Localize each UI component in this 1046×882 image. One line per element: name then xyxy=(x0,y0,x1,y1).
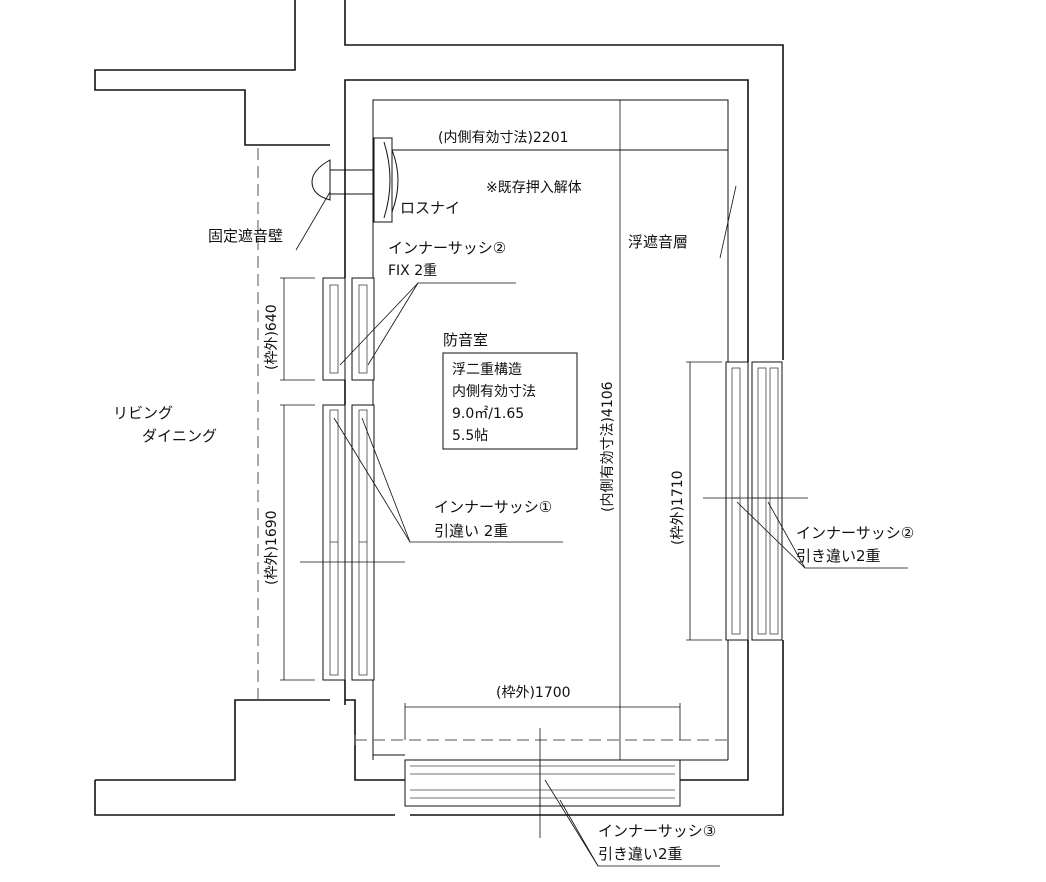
living-label: リビング xyxy=(113,404,173,422)
inner-sash3-label: インナーサッシ③ xyxy=(598,822,716,840)
dimension-lines xyxy=(280,100,808,838)
leader-lines xyxy=(295,185,908,867)
floating-layer-label: 浮遮音層 xyxy=(628,233,688,251)
room-line-4: 5.5帖 xyxy=(452,428,488,444)
inner-sash1-label: インナーサッシ① xyxy=(434,498,552,516)
room-line-2: 内側有効寸法 xyxy=(452,384,536,400)
sliding-double-2-label: 引き違い2重 xyxy=(796,547,881,565)
room-info-box xyxy=(442,352,578,450)
sliding-double-3-label: 引き違い2重 xyxy=(598,845,683,863)
inner-sash2-top-label: インナーサッシ② xyxy=(388,239,506,257)
frame-1690-label: (枠外)1690 xyxy=(264,510,280,585)
room-line-1: 浮二重構造 xyxy=(452,362,522,378)
fixed-wall-label: 固定遮音壁 xyxy=(208,227,283,245)
fix-double-label: FIX 2重 xyxy=(388,263,437,279)
room-line-3: 9.0㎡/1.65 xyxy=(452,406,524,422)
sliding-double-1-label: 引違い 2重 xyxy=(434,522,508,540)
existing-closet-note: ※既存押入解体 xyxy=(486,180,582,196)
frame-640-label: (枠外)640 xyxy=(264,304,280,370)
rosnai-label: ロスナイ xyxy=(400,199,460,217)
inner-sash2-right-label: インナーサッシ② xyxy=(796,524,914,542)
floating-layer xyxy=(354,99,729,761)
room-title: 防音室 xyxy=(443,331,488,349)
room-outer-wall xyxy=(344,79,749,781)
left-sash-sliding xyxy=(322,404,375,681)
rosnai-ventilator xyxy=(311,137,399,223)
right-sash-sliding xyxy=(725,361,783,641)
left-sash-fix xyxy=(322,277,375,381)
frame-1710-label: (枠外)1710 xyxy=(670,470,686,545)
dining-label: ダイニング xyxy=(142,427,217,445)
inner-length-label: (内側有効寸法)4106 xyxy=(600,381,616,512)
building-walls xyxy=(94,0,784,816)
bottom-sash-sliding xyxy=(404,759,681,807)
frame-1700-label: (枠外)1700 xyxy=(496,685,571,701)
inner-width-label: (内側有効寸法)2201 xyxy=(438,130,569,146)
